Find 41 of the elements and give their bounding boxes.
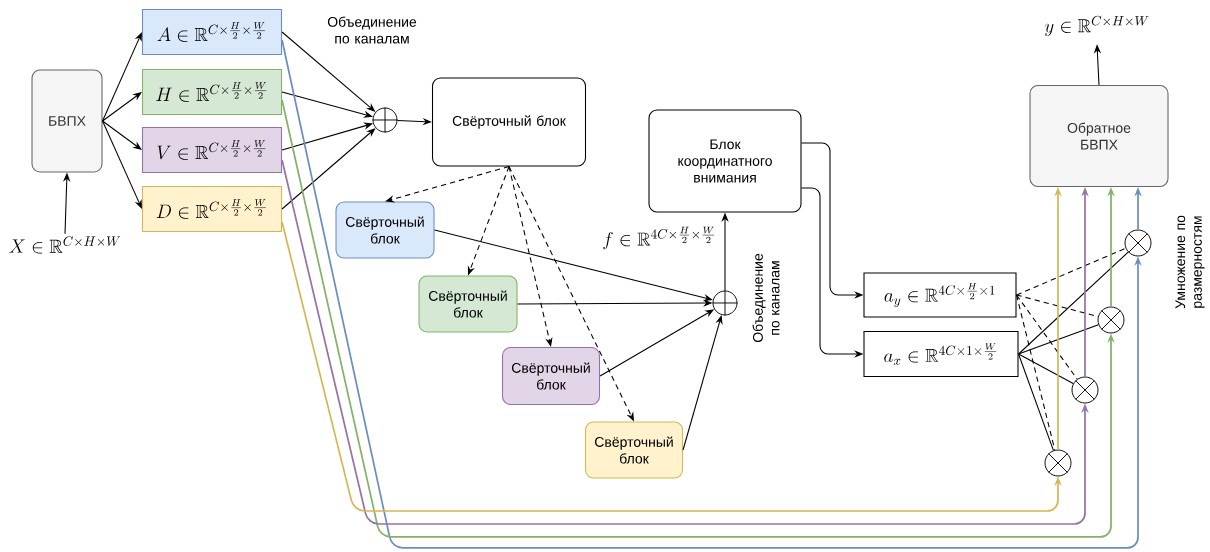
connector [1018, 324, 1099, 355]
arrow [102, 120, 142, 150]
arrow [102, 92, 142, 122]
annotation-text: Объединение по каналам [327, 16, 417, 44]
connector [1016, 294, 1056, 451]
connector [1016, 294, 1078, 380]
process-box: Обратное БВПХ [1029, 84, 1169, 188]
formula-label: $X \in \mathbb{R}^{C\times H\times W}$ [9, 236, 121, 254]
arrow [508, 166, 553, 347]
process-box: Свёрточный блок [431, 77, 587, 167]
process-box: Свёрточный блок [418, 275, 518, 333]
process-box: $D \in \mathbb{R}^{C\times\frac{H}{2}\times\frac{W}{2}}$ [141, 185, 283, 233]
arrow [682, 315, 723, 451]
annotation-text: Объединение по каналам [752, 253, 780, 343]
process-box: Блок координатного внимания [648, 109, 802, 213]
process-box: $H \in \mathbb{R}^{C\times\frac{H}{2}\times\frac{W}{2}}$ [141, 68, 283, 116]
process-box: $A \in \mathbb{R}^{C\times\frac{H}{2}\times\frac{W}{2}}$ [141, 8, 283, 56]
edge-label: $f \in \mathbb{R}^{4C\times\frac{H}{2}\times\frac{W}{2}}$ [600, 225, 718, 251]
connector [1018, 353, 1054, 451]
process-box: $a_x \in \mathbb{R}^{4C\times 1\times\frac{W}{2}}$ [863, 330, 1019, 378]
connector [1018, 353, 1074, 385]
process-box: $a_y \in \mathbb{R}^{4C\times\frac{H}{2}\times 1}$ [863, 272, 1017, 318]
process-box: Свёрточный блок [501, 346, 601, 406]
process-box: Свёрточный блок [335, 201, 435, 259]
annotation-text: Умножение по размерностям [1175, 215, 1205, 309]
process-box: $V \in \mathbb{R}^{C\times\frac{H}{2}\times\frac{W}{2}}$ [141, 126, 283, 174]
sum-circle [372, 107, 398, 133]
process-box: БВПХ [31, 69, 103, 173]
process-box: Свёрточный блок [584, 421, 684, 479]
arrow [102, 32, 142, 122]
multiply-circle [1097, 306, 1125, 334]
arrow [281, 91, 373, 118]
formula-label: $y \in \mathbb{R}^{C\times H\times W}$ [1044, 15, 1149, 37]
multiply-circle [1124, 229, 1152, 257]
multiply-circle [1044, 449, 1072, 477]
arrow [385, 166, 510, 203]
sum-circle [712, 290, 738, 316]
connector [1016, 294, 1099, 318]
multiply-circle [1071, 376, 1099, 404]
connector [1018, 251, 1129, 355]
arrow [102, 120, 142, 209]
